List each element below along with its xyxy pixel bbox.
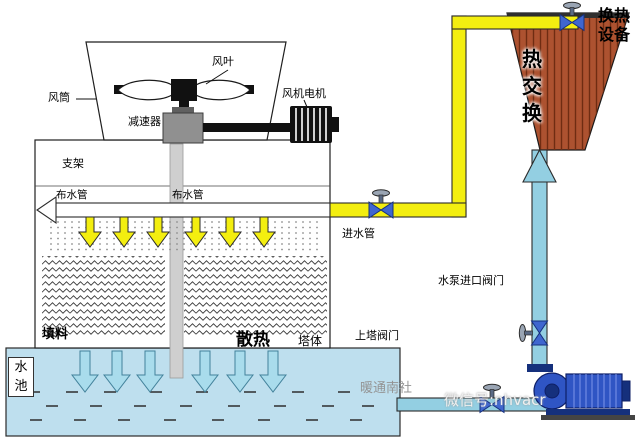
label-tower-valve: 上塔阀门 bbox=[355, 329, 399, 342]
label-heat-dissipation: 散热 bbox=[236, 330, 270, 350]
heat-exchanger bbox=[506, 12, 630, 151]
label-fill-material: 填料 bbox=[42, 327, 69, 342]
water-ripples bbox=[28, 391, 374, 421]
label-support: 支架 bbox=[62, 157, 84, 170]
cold-riser-pipe bbox=[522, 148, 557, 369]
gear-reducer-icon bbox=[162, 107, 204, 144]
hot-water-pipe bbox=[329, 15, 579, 218]
leader-lines bbox=[76, 69, 308, 108]
label-fan-motor: 风机电机 bbox=[282, 87, 326, 100]
watermark-left: 暖通南社 bbox=[360, 381, 413, 396]
label-dist-pipe-right: 布水管 bbox=[172, 189, 204, 201]
drive-shaft bbox=[169, 143, 184, 379]
fill-packing bbox=[42, 256, 327, 336]
label-fan-duct: 风筒 bbox=[48, 91, 70, 104]
cold-drop-arrows bbox=[70, 350, 288, 393]
heat-exchanger-label: 热 交 换 bbox=[522, 47, 542, 125]
pool-label: 水 池 bbox=[8, 357, 34, 397]
up-flow-arrow-icon bbox=[522, 148, 557, 183]
pump-icon bbox=[527, 364, 635, 420]
label-fan-blade: 风叶 bbox=[212, 55, 234, 68]
label-pump-inlet-valve: 水泵进口阀门 bbox=[438, 274, 504, 287]
label-dist-pipe-left: 布水管 bbox=[56, 189, 88, 201]
left-flow-arrow-icon bbox=[36, 195, 57, 225]
label-heat-exchange-equipment: 换热 设备 bbox=[598, 6, 631, 44]
fan-motor-icon bbox=[203, 106, 339, 143]
label-inlet-pipe: 进水管 bbox=[342, 227, 375, 240]
hot-spray-arrows bbox=[78, 216, 276, 248]
label-gear-reducer: 减速器 bbox=[128, 115, 161, 128]
watermark-right: 微信号:nhvacr bbox=[444, 391, 546, 409]
label-tower-body: 塔体 bbox=[298, 334, 323, 348]
